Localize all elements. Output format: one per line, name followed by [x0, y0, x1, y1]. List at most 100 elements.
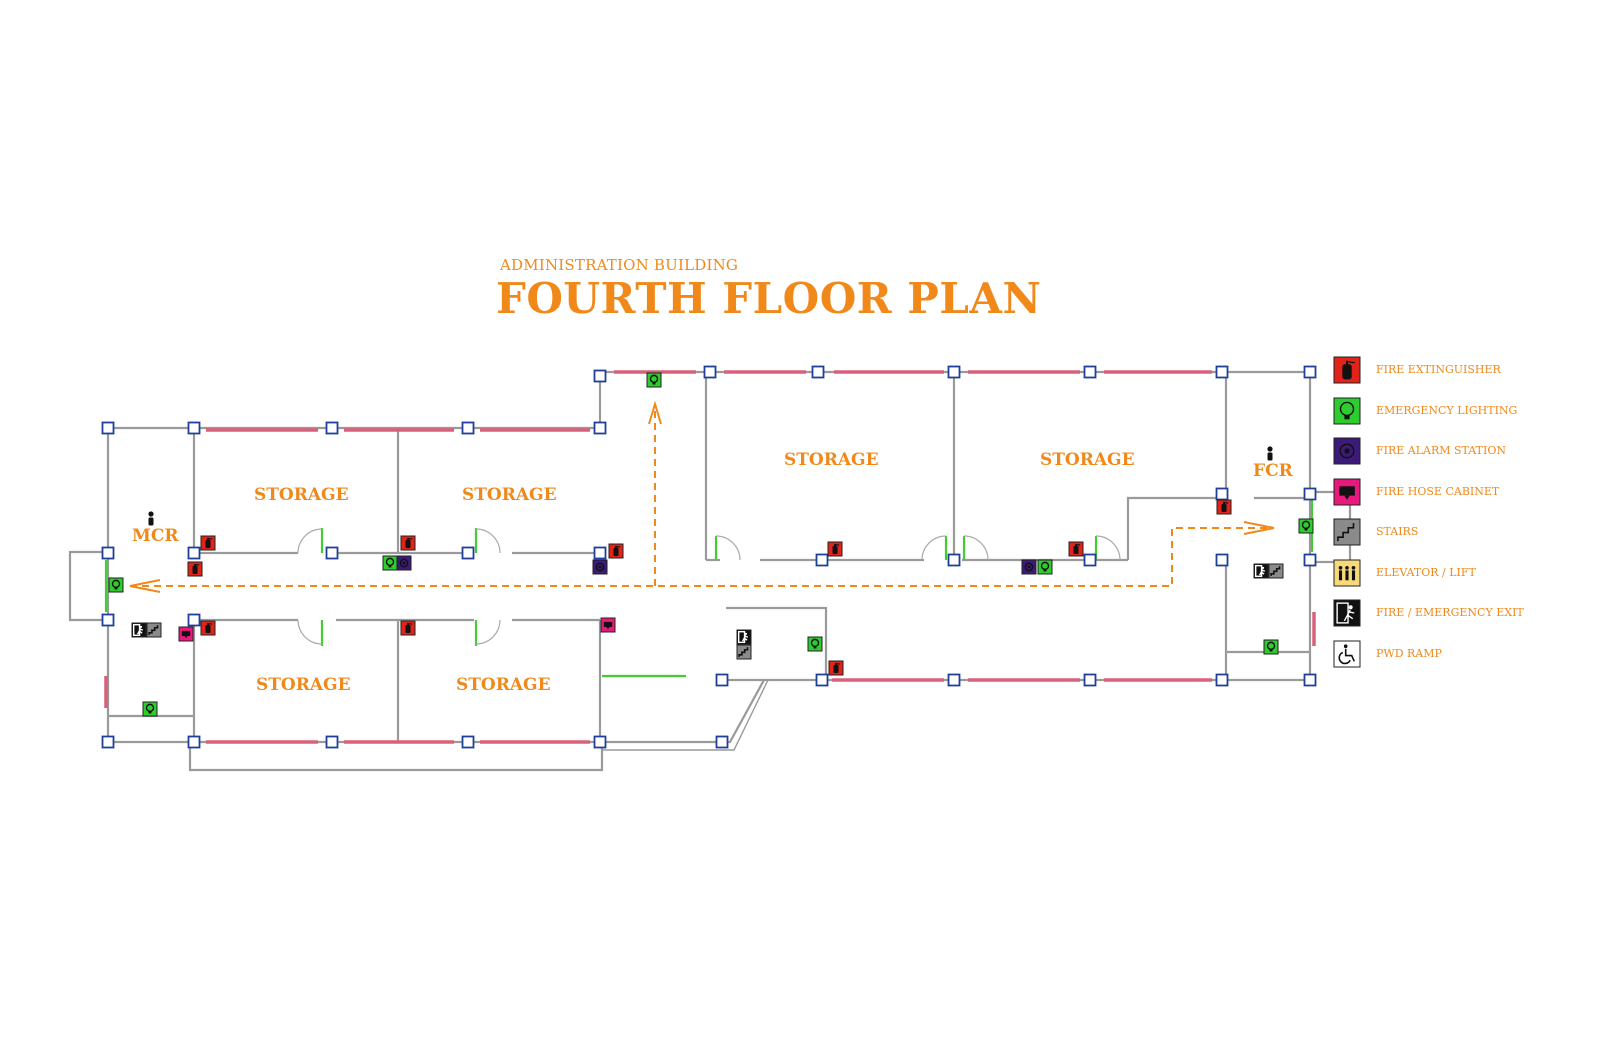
building-name: ADMINISTRATION BUILDING	[500, 256, 739, 274]
column-marker	[593, 546, 607, 560]
legend-label: FIRE EXTINGUISHER	[1376, 363, 1501, 376]
fire-extinguisher-icon	[1333, 356, 1361, 384]
pwd-ramp-icon	[1333, 640, 1361, 667]
fire-alarm-station-icon	[396, 555, 412, 571]
emergency-lighting-icon	[1333, 397, 1361, 424]
stairs-icon	[1333, 518, 1361, 546]
column-marker	[947, 365, 961, 379]
column-marker	[1083, 673, 1097, 687]
room-label-storage: STORAGE	[254, 485, 349, 505]
doors	[104, 500, 1314, 678]
column-marker	[101, 421, 115, 435]
room-labels: STORAGE STORAGE STORAGE STORAGE STORAGE …	[132, 450, 1294, 695]
legend-label: ELEVATOR / LIFT	[1376, 565, 1476, 579]
fire-extinguisher-icon	[400, 535, 416, 551]
fire-extinguisher-icon	[200, 620, 216, 636]
legend-item-fire-exit: FIRE / EMERGENCY EXIT	[1333, 599, 1596, 629]
column-marker	[187, 421, 201, 435]
elevator-icon	[1333, 559, 1361, 586]
fire-extinguisher-icon	[1068, 541, 1084, 557]
fire-exit-icon	[131, 622, 147, 638]
column-marker	[325, 421, 339, 435]
evacuation-route	[130, 408, 1272, 587]
column-marker	[325, 735, 339, 749]
legend-item-fire-alarm-station: FIRE ALARM STATION	[1333, 437, 1596, 467]
fire-extinguisher-icon	[828, 660, 844, 676]
column-marker	[815, 553, 829, 567]
fire-exit-icon	[1333, 599, 1361, 627]
legend-item-fire-extinguisher: FIRE EXTINGUISHER	[1333, 356, 1596, 386]
elevator-icon	[1333, 559, 1361, 586]
stairs-icon	[1333, 518, 1361, 546]
emergency-lighting-icon	[807, 636, 823, 652]
legend-label: STAIRS	[1376, 525, 1419, 538]
emergency-lighting-icon	[1263, 639, 1279, 655]
column-marker	[1215, 487, 1229, 501]
emergency-lighting-icon	[108, 577, 124, 593]
column-marker	[1215, 553, 1229, 567]
structural-columns	[101, 365, 1317, 749]
fire-exit-icon	[736, 629, 752, 645]
legend-label: FIRE HOSE CABINET	[1376, 484, 1500, 498]
room-label-storage: STORAGE	[784, 450, 879, 470]
room-label-storage: STORAGE	[456, 675, 551, 695]
fire-extinguisher-icon	[187, 561, 203, 577]
fire-extinguisher-icon	[200, 535, 216, 551]
column-marker	[1083, 553, 1097, 567]
pwd-ramp-icon	[1333, 640, 1361, 667]
fire-hose-icon	[1333, 478, 1361, 505]
legend-label: FIRE ALARM STATION	[1376, 444, 1506, 457]
fire-extinguisher-icon	[608, 543, 624, 559]
column-marker	[715, 673, 729, 687]
fire-alarm-station-icon	[592, 559, 608, 575]
person-icon	[148, 511, 154, 526]
column-marker	[947, 673, 961, 687]
legend-item-pwd-ramp: PWD RAMP	[1333, 640, 1596, 670]
emergency-light-icon	[1333, 397, 1361, 424]
column-marker	[101, 613, 115, 627]
page-title: FOURTH FLOOR PLAN	[496, 274, 1042, 323]
column-marker	[715, 735, 729, 749]
fire-exit-icon	[1333, 599, 1361, 627]
fire-hose-cabinet-icon	[600, 617, 616, 633]
door-swings	[297, 528, 1121, 645]
emergency-lighting-icon	[382, 555, 398, 571]
column-marker	[461, 421, 475, 435]
column-marker	[1303, 365, 1317, 379]
fire-extinguisher-icon	[1216, 499, 1232, 515]
legend-item-stairs: STAIRS	[1333, 518, 1596, 548]
column-marker	[703, 365, 717, 379]
fire-extinguisher-icon	[827, 541, 843, 557]
room-label-storage: STORAGE	[256, 675, 351, 695]
safety-symbols	[108, 372, 1314, 717]
stairs-icon	[736, 644, 752, 660]
person-icon	[1267, 446, 1273, 461]
column-marker	[101, 735, 115, 749]
emergency-lighting-icon	[1037, 559, 1053, 575]
column-marker	[815, 673, 829, 687]
column-marker	[1303, 487, 1317, 501]
room-label-storage: STORAGE	[1040, 450, 1135, 470]
column-marker	[187, 735, 201, 749]
column-marker	[1303, 673, 1317, 687]
fire-alarm-icon	[1333, 437, 1361, 465]
column-marker	[811, 365, 825, 379]
fire-extinguisher-icon	[400, 620, 416, 636]
column-marker	[101, 546, 115, 560]
stairs-icon	[146, 622, 162, 638]
column-marker	[461, 735, 475, 749]
evacuation-arrows	[129, 400, 1275, 593]
stairs-icon	[1268, 563, 1284, 579]
fire-hose-cabinet-icon	[1333, 478, 1361, 505]
legend-item-fire-hose-cabinet: FIRE HOSE CABINET	[1333, 478, 1596, 508]
column-marker	[1215, 673, 1229, 687]
fire-extinguisher-icon	[1333, 356, 1361, 384]
room-label-mcr: MCR	[132, 526, 179, 546]
legend-item-emergency-lighting: EMERGENCY LIGHTING	[1333, 397, 1596, 427]
column-marker	[187, 546, 201, 560]
column-marker	[593, 735, 607, 749]
column-marker	[187, 613, 201, 627]
emergency-lighting-icon	[1298, 518, 1314, 534]
legend-item-elevator: ELEVATOR / LIFT	[1333, 559, 1596, 589]
